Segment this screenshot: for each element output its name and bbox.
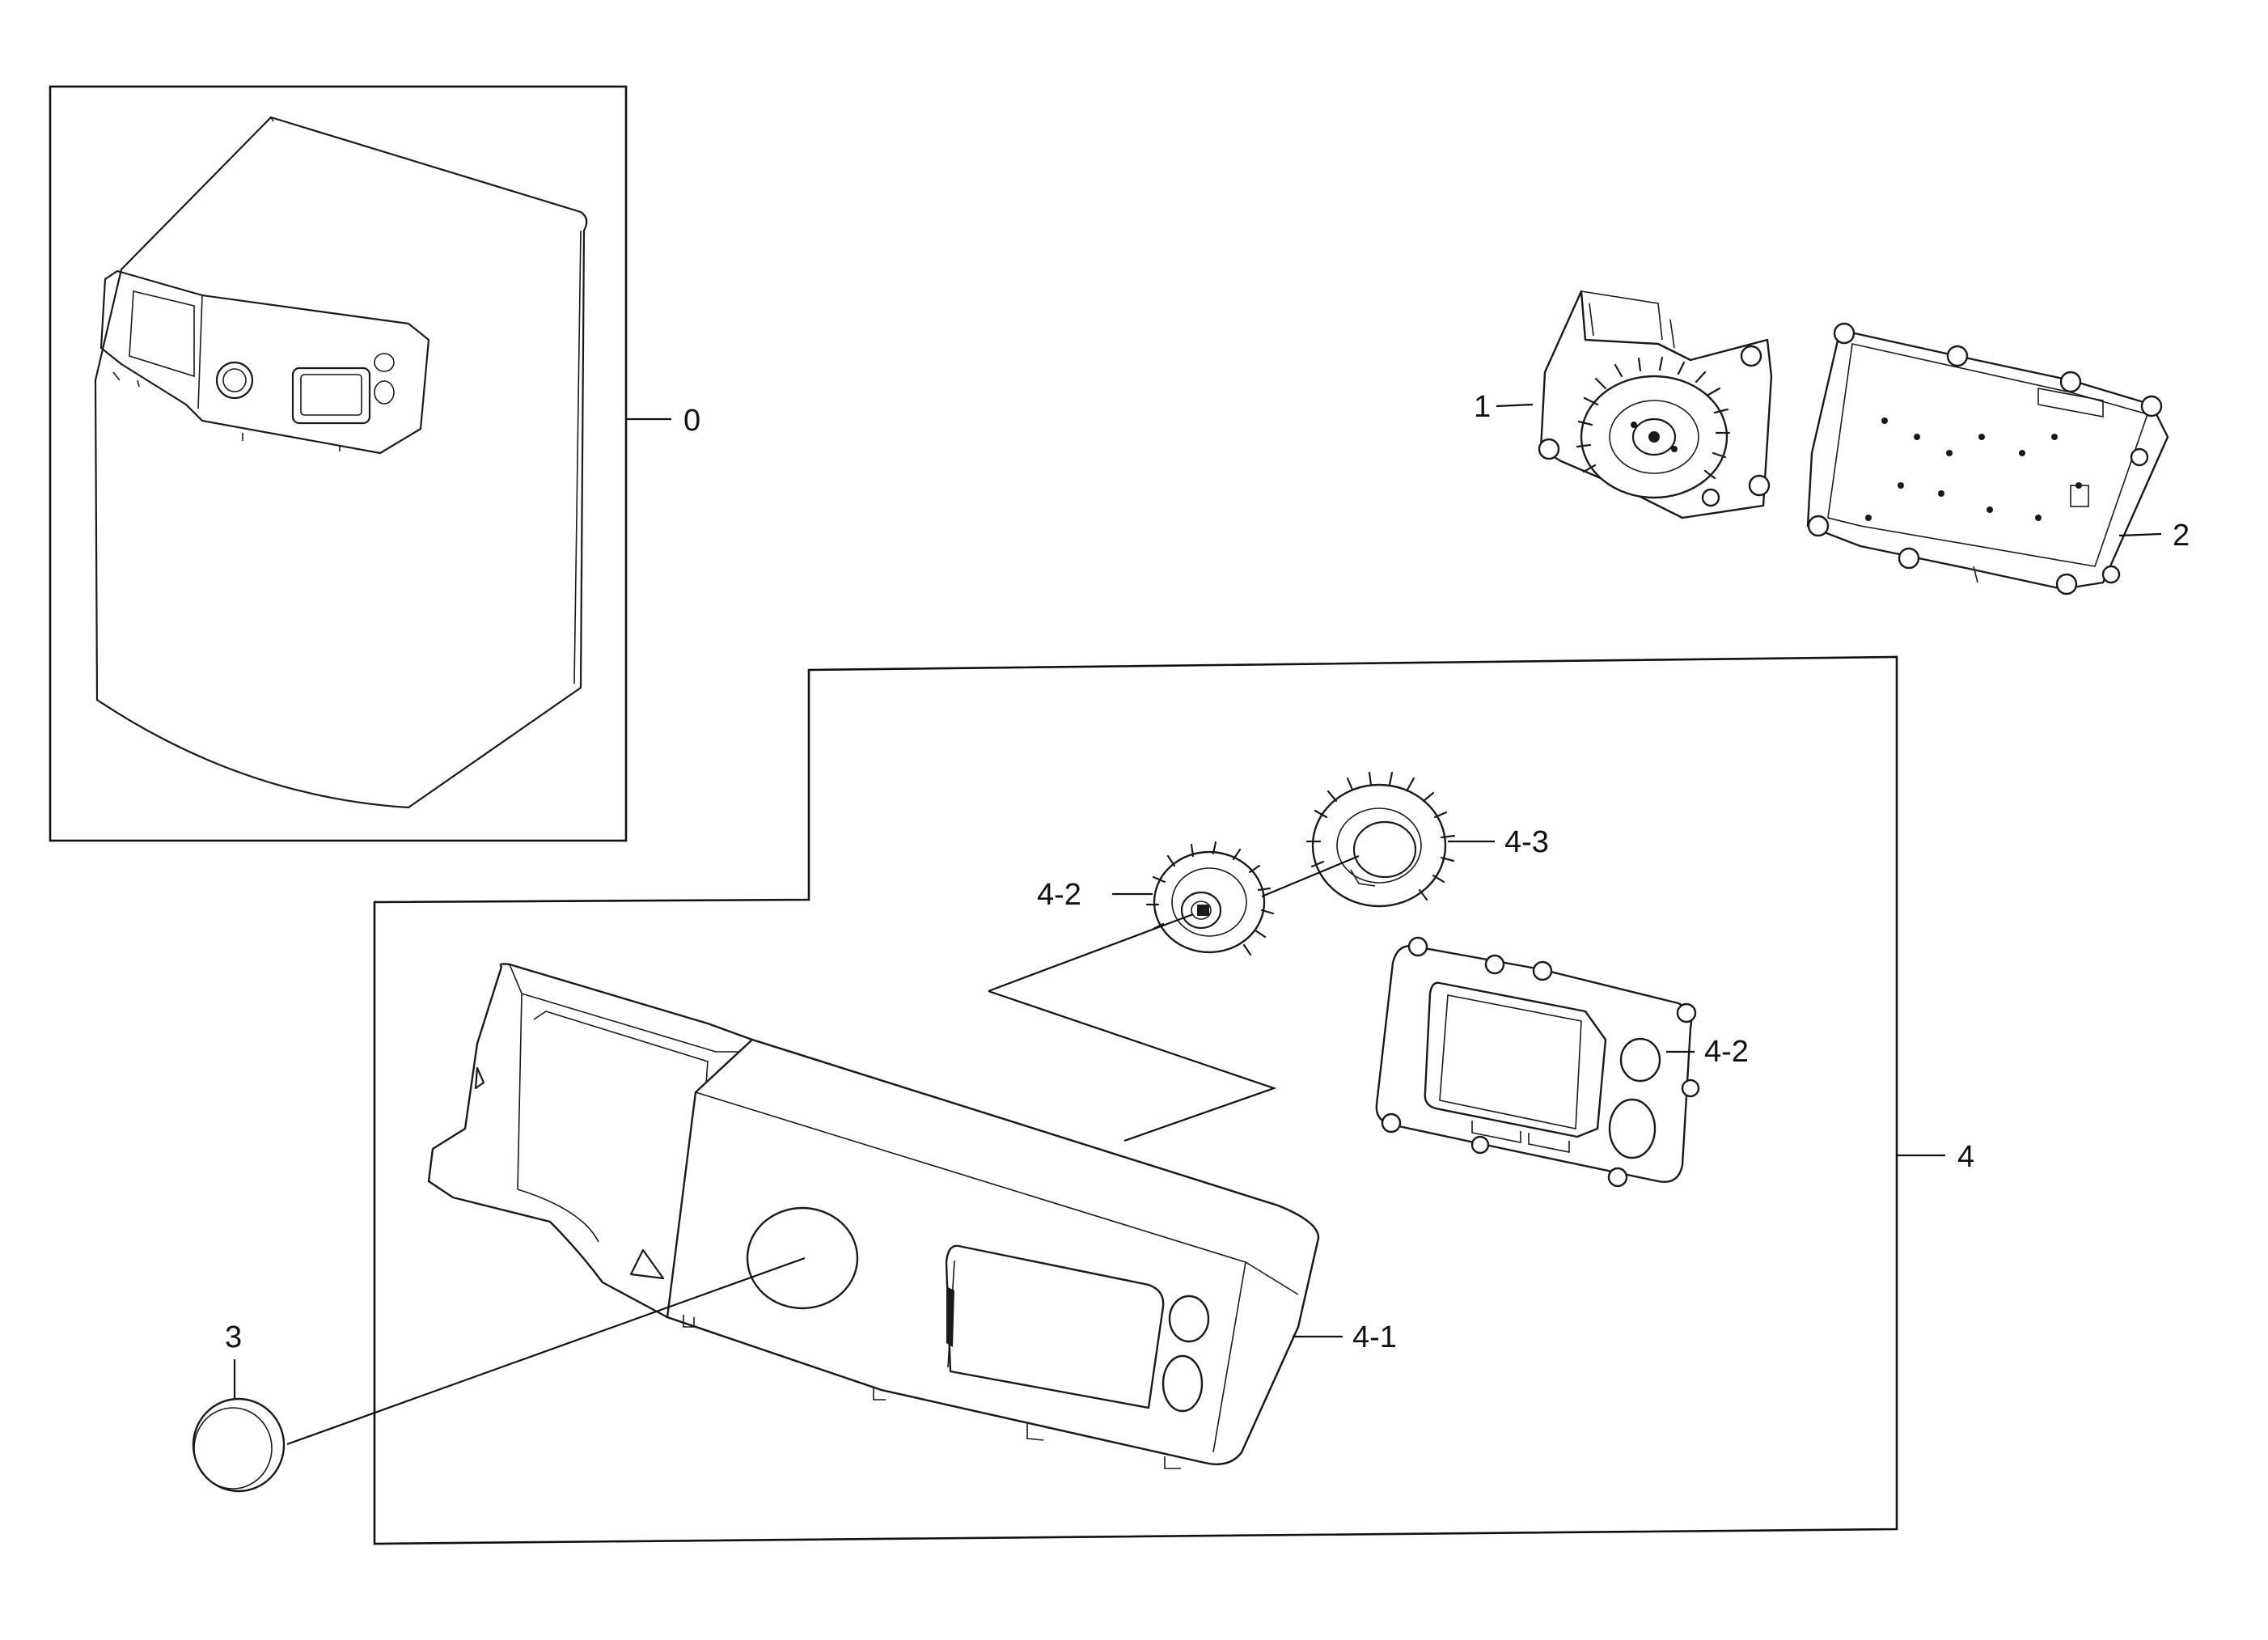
knob-holder-bracket [1538, 290, 1773, 519]
label-part-4-2-board: 4-2 [1704, 1035, 1749, 1069]
part-4-3-group: 4-3 [1305, 771, 1549, 908]
washer-cabinet-illustration [94, 116, 588, 809]
part-4-2-board-group: 4-2 [1375, 936, 1749, 1188]
dial-knob-part [1145, 841, 1275, 956]
label-part-3: 3 [225, 1320, 242, 1354]
part-1-group: 1 [1474, 290, 1773, 519]
assembly-4-frame [373, 655, 1898, 1545]
main-pcb-assembly [1806, 322, 2169, 595]
part-3-group: 3 [192, 1320, 286, 1493]
label-assembly-0: 0 [683, 404, 700, 438]
label-assembly-4: 4 [1957, 1140, 1974, 1174]
label-part-2: 2 [2173, 519, 2190, 553]
part-4-1-group: 4-1 [427, 963, 1397, 1469]
part-2-group: 2 [1806, 322, 2190, 595]
label-part-4-2-knob: 4-2 [1037, 878, 1081, 912]
label-part-1: 1 [1474, 390, 1491, 424]
leader-part-2 [2118, 532, 2162, 537]
knob-cap-part [192, 1397, 286, 1493]
assembly-0-frame [49, 85, 628, 842]
encoder-ring-part [1305, 771, 1456, 908]
control-panel-frame [427, 963, 1320, 1469]
label-part-4-1: 4-1 [1352, 1320, 1397, 1354]
assembly-0-group: 0 [49, 85, 700, 842]
label-part-4-3: 4-3 [1504, 825, 1549, 859]
leader-part-1 [1496, 403, 1534, 408]
part-4-2-knob-group: 4-2 [1037, 841, 1275, 956]
assembly-guide-lines [286, 854, 1360, 1446]
display-board-part [1375, 936, 1700, 1188]
